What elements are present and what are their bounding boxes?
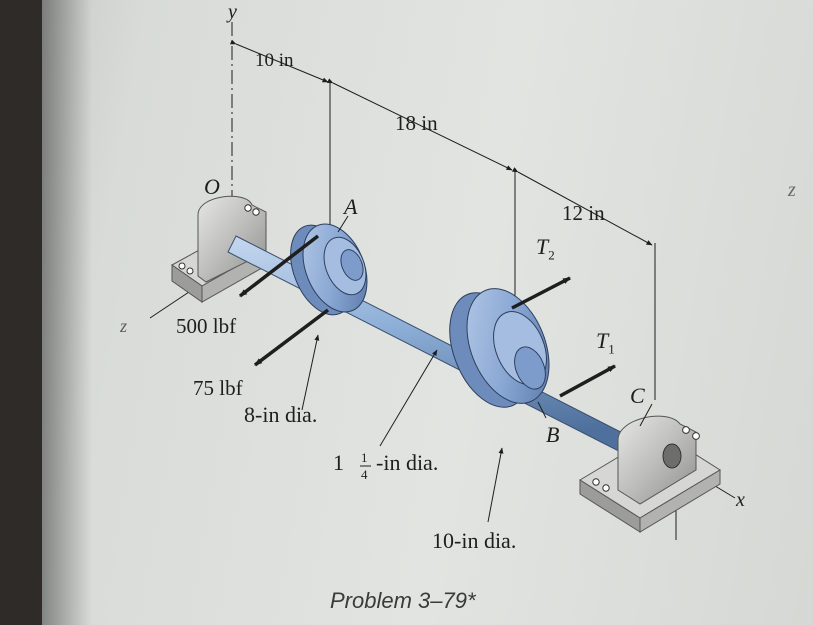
leader-a	[337, 215, 349, 233]
leader-shaft	[379, 349, 438, 447]
page-binding-shadow	[42, 0, 92, 625]
dimension-label-10in: 10 in	[255, 50, 294, 71]
shaft-diameter-label: 1	[333, 452, 344, 474]
dimension-label-18in: 18 in	[395, 111, 438, 135]
t2-letter: T	[536, 234, 549, 259]
shaft-dia-numerator: 1	[361, 450, 368, 465]
bearing-c	[579, 415, 721, 533]
y-axis-label: y	[228, 1, 237, 23]
dim-line-18in	[326, 78, 513, 171]
pulley-b-diameter-label: 10-in dia.	[432, 528, 517, 553]
tension-label-t1: T1	[596, 328, 615, 357]
z-axis-label: z	[120, 316, 128, 336]
point-b-label: B	[546, 422, 560, 447]
z-axis-line	[149, 289, 193, 319]
force-arrow-75lbf	[253, 308, 330, 367]
dimension-label-12in: 12 in	[562, 201, 605, 225]
problem-caption: Problem 3–79*	[330, 588, 476, 613]
x-axis-label: x	[736, 489, 745, 511]
tension-arrow-t1	[559, 364, 616, 398]
leader-10in	[487, 447, 504, 523]
t1-letter: T	[596, 328, 609, 353]
leader-b	[537, 401, 547, 419]
leader-c	[639, 403, 653, 427]
point-c-label: C	[630, 383, 645, 408]
point-a-label: A	[344, 194, 358, 219]
dim-line-10in	[229, 39, 329, 83]
force-label-75lbf: 75 lbf	[193, 376, 243, 400]
force-label-500lbf: 500 lbf	[176, 314, 237, 338]
shaft-dia-whole: 1	[333, 450, 344, 475]
t1-subscript: 1	[608, 341, 615, 357]
origin-label: O	[204, 174, 220, 199]
tension-label-t2: T2	[536, 234, 555, 263]
force-arrow-500lbf	[238, 234, 320, 298]
shaft-dia-denominator: 4	[361, 467, 368, 482]
dim-line-12in	[511, 167, 653, 246]
z-axis-label-right: z	[788, 179, 796, 201]
shaft-dia-rest: -in dia.	[376, 450, 439, 475]
pulley-a	[290, 223, 368, 316]
tension-arrow-t2	[511, 276, 571, 310]
leader-8in	[301, 334, 320, 411]
pulley-b	[449, 288, 550, 408]
pulley-a-diameter-label: 8-in dia.	[244, 402, 318, 427]
t2-subscript: 2	[548, 247, 555, 263]
